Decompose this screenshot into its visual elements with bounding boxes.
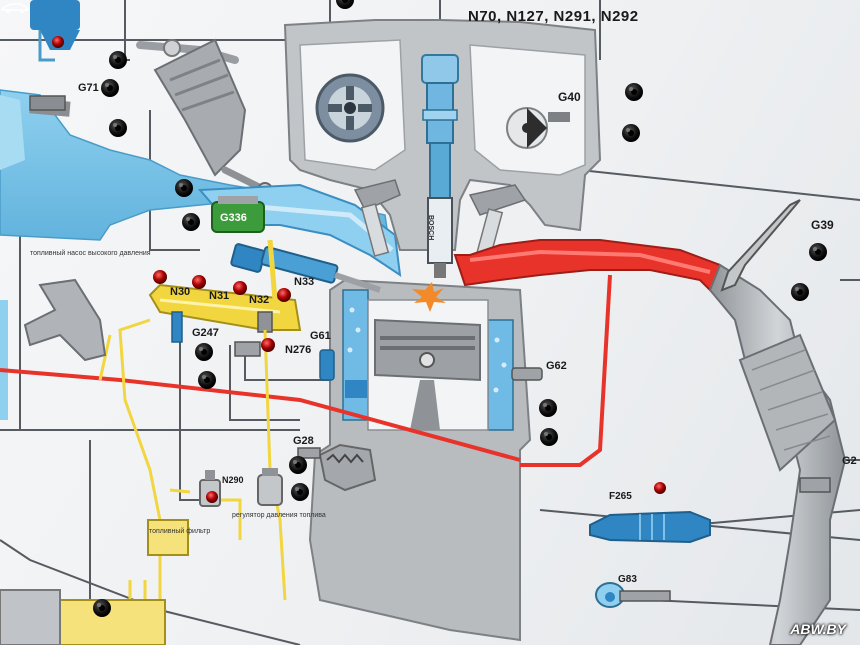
spark-plug-injector-column [421,54,459,278]
bosch-logo-text: BOSCH [427,215,434,241]
test-jack-socket[interactable] [101,79,119,97]
label-n33: N33 [294,276,315,288]
label-n290: N290 [222,475,244,485]
test-jack-socket[interactable] [809,243,827,261]
throttle-linkage [29,0,294,209]
g336-sensor-body [211,196,265,233]
test-jack-socket[interactable] [791,283,809,301]
label-n31: N31 [209,290,230,302]
test-jack-socket[interactable] [109,51,127,69]
car-logo-icon [0,3,30,13]
label-n30: N30 [170,286,191,298]
injectors-label: N70, N127, N291, N292 [468,8,639,25]
label-g40: G40 [558,90,581,104]
test-jack-socket[interactable] [93,599,111,617]
label-g61: G61 [310,330,331,342]
label-g71: G71 [78,82,99,94]
fuel-injector [230,243,381,293]
test-jack-socket[interactable] [540,428,558,446]
exhaust-pipe [708,263,847,645]
sensor-bodies [29,95,831,608]
label-g28: G28 [293,435,314,447]
exhaust-manifold [0,239,747,467]
label-n32: N32 [249,294,270,306]
watermark: ABW.BY [790,621,846,637]
fuel-rail [148,239,302,333]
test-jack-socket[interactable] [291,483,309,501]
label-g39: G39 [811,218,834,232]
test-jack-socket[interactable] [175,179,193,197]
engine-block [308,278,532,642]
caption-regulator: регулятор давления топлива [232,512,326,519]
test-jack-socket[interactable] [195,343,213,361]
caption-hp-pump: топливный насос высокого давления [30,250,151,257]
test-jack-socket[interactable] [336,0,354,9]
test-jack-socket[interactable] [109,119,127,137]
test-jack-socket[interactable] [182,213,200,231]
test-jack-socket[interactable] [622,124,640,142]
test-jack-socket[interactable] [289,456,307,474]
label-g62: G62 [546,360,567,372]
label-g336: G336 [220,212,247,224]
high-pressure-pump [23,278,107,362]
caption-filter: топливный фильтр [149,528,211,535]
label-n276: N276 [285,344,312,356]
test-jack-socket[interactable] [625,83,643,101]
test-jack-socket[interactable] [198,371,216,389]
label-g247: G247 [192,327,219,339]
pressure-regulator [257,468,283,506]
test-jack-socket[interactable] [539,399,557,417]
label-g2x: G2 [842,455,857,467]
label-g83: G83 [618,574,637,585]
label-f265: F265 [609,491,632,502]
